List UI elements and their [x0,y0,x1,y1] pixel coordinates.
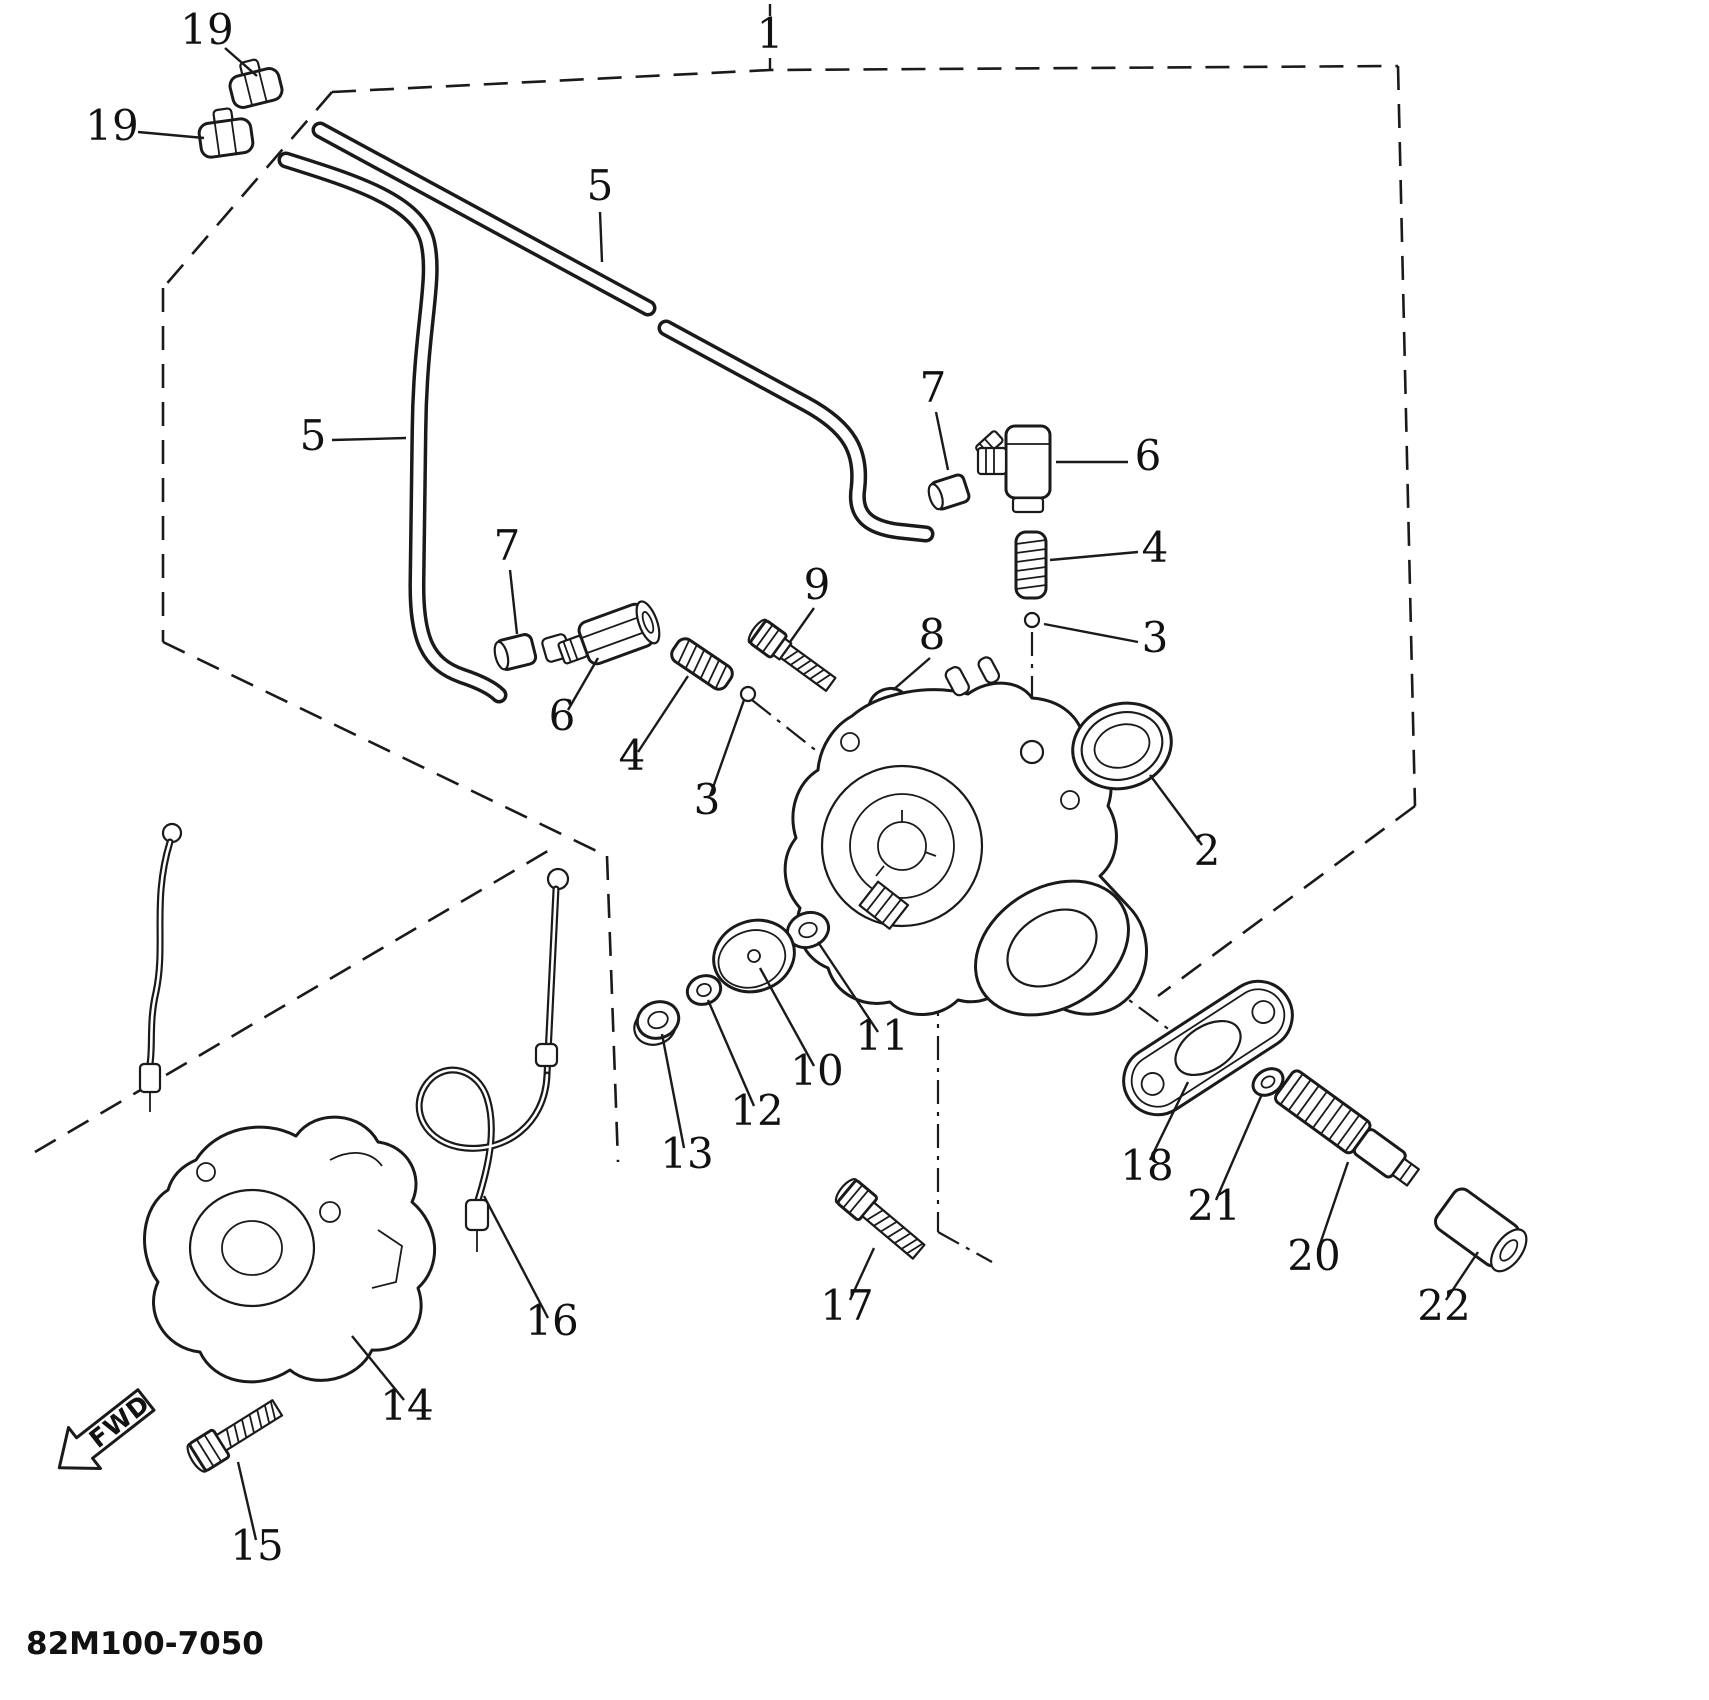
callout-16: 16 [525,1296,578,1345]
callout-4-b: 4 [619,731,646,780]
valve-cap-22 [1434,1187,1528,1273]
callout-5-a: 5 [587,161,614,210]
callout-22: 22 [1417,1281,1470,1330]
leader-lines [137,47,1479,1541]
cover-bolt-15 [186,1399,284,1473]
pump-cover-14 [143,1115,437,1384]
callout-17: 17 [820,1281,873,1330]
callout-7-b: 7 [494,521,521,570]
callout-14: 14 [380,1381,433,1430]
oil-hose-vertical [277,151,508,704]
callout-7-a: 7 [920,363,947,412]
union-nut-right [927,473,971,511]
callout-numbers: 1 19 19 5 5 7 6 4 3 7 6 4 3 9 8 2 11 10 … [85,5,1470,1570]
callout-10: 10 [790,1046,843,1095]
callout-1: 1 [757,9,784,58]
exploded-view-boundary [34,4,1417,1163]
callout-6-a: 6 [1135,431,1162,480]
drive-disc-10 [712,918,796,994]
callout-19-b: 19 [85,101,138,150]
callout-12: 12 [730,1086,783,1135]
check-valve-spring-right [1014,530,1048,600]
pump-cable-16 [138,822,570,1252]
callout-15: 15 [230,1521,283,1570]
callout-4-a: 4 [1142,523,1169,572]
banjo-bolt [747,618,837,692]
hose-clamp-lower [197,107,255,159]
elbow-fitting-left [557,600,661,666]
nut-13 [633,1000,681,1046]
oil-seal-2 [1071,701,1173,791]
callout-20: 20 [1287,1231,1340,1280]
callout-21: 21 [1187,1181,1240,1230]
union-nut-left [493,633,538,671]
mounting-bolt-17 [834,1178,926,1260]
centerlines [751,632,1187,1263]
check-valve-20 [1274,1069,1420,1187]
elbow-fitting-right [975,424,1052,514]
callout-6-b: 6 [549,691,576,740]
callout-18: 18 [1120,1141,1173,1190]
callout-8: 8 [919,610,946,659]
callout-19-a: 19 [180,5,233,54]
callout-3-a: 3 [1142,613,1169,662]
check-valve-ball-right [1023,611,1041,629]
oil-hose-long [311,121,935,543]
callout-9: 9 [804,560,831,609]
callout-13: 13 [660,1129,713,1178]
check-valve-ball-left [739,685,757,703]
fwd-arrow: FWD [57,1388,156,1470]
pump-gasket-18 [1122,979,1294,1117]
callout-2: 2 [1194,826,1221,875]
callout-5-b: 5 [300,411,327,460]
oil-pump-body [783,656,1148,1017]
hose-clamp-upper [228,58,284,109]
drawing-part-code: 82M100-7050 [26,1626,264,1662]
check-valve-spring-left [670,637,734,691]
fwd-label: FWD [84,1389,156,1454]
callout-3-b: 3 [694,775,721,824]
washer-21 [1251,1067,1285,1097]
callout-11: 11 [855,1011,908,1060]
